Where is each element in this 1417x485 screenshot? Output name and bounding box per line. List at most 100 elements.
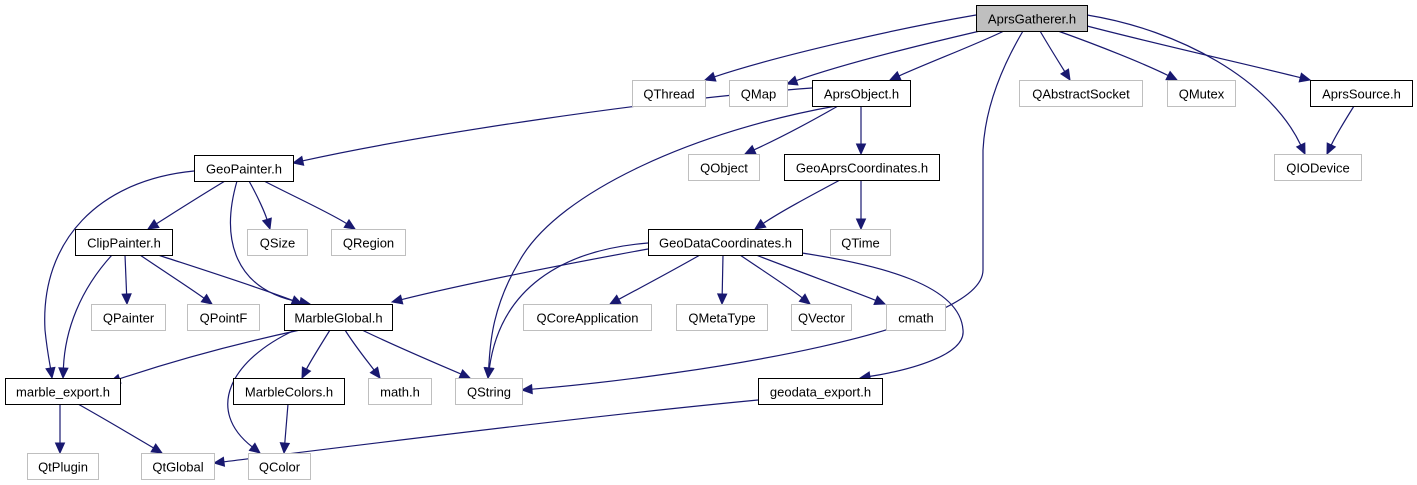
node-box (194, 155, 294, 182)
arrowhead-icon (58, 367, 69, 380)
node-QtPlugin: QtPlugin (27, 453, 99, 480)
edge-AprsGatherer-to-AprsSource (1086, 25, 1312, 83)
edge-line (488, 242, 649, 369)
arrowhead-icon (1326, 142, 1337, 156)
node-AprsSource[interactable]: AprsSource.h (1310, 80, 1413, 107)
arrowhead-icon (212, 456, 226, 467)
node-box (284, 304, 393, 331)
node-box (729, 80, 788, 107)
edge-line (796, 30, 981, 82)
arrowhead-icon (301, 366, 312, 380)
edge-GeoPainter-to-marble_export (44, 170, 195, 380)
node-GeoDataCoordinates[interactable]: GeoDataCoordinates.h (648, 229, 803, 256)
node-AprsGatherer[interactable]: AprsGatherer.h (976, 5, 1088, 32)
arrowhead-icon (121, 293, 132, 306)
node-box (886, 304, 946, 331)
node-geodata_export[interactable]: geodata_export.h (758, 378, 883, 405)
arrowhead-icon (484, 366, 495, 380)
node-label: QColor (259, 460, 301, 475)
node-MarbleGlobal[interactable]: MarbleGlobal.h (284, 304, 393, 331)
node-cmath: cmath (886, 304, 946, 331)
node-label: math.h (380, 385, 420, 400)
arrowhead-icon (291, 155, 305, 166)
node-box (676, 304, 768, 331)
node-QSize: QSize (247, 229, 308, 256)
edge-line (1039, 30, 1066, 72)
node-QColor: QColor (248, 453, 311, 480)
node-label: QMap (741, 87, 776, 102)
node-QMutex: QMutex (1167, 80, 1236, 107)
node-label: QObject (700, 161, 748, 176)
node-QVector: QVector (791, 304, 852, 331)
node-label: geodata_export.h (770, 385, 871, 400)
edge-GeoDataCoordinates-to-QCoreApplication (608, 254, 701, 305)
node-QPainter: QPainter (91, 304, 166, 331)
node-ClipPainter[interactable]: ClipPainter.h (75, 229, 173, 256)
edge-GeoDataCoordinates-to-cmath (755, 254, 887, 306)
node-label: AprsObject.h (824, 87, 899, 102)
edge-line (157, 254, 293, 301)
node-box (187, 304, 260, 331)
edge-line (1330, 105, 1355, 146)
arrowhead-icon (248, 442, 261, 454)
edge-line (755, 254, 876, 301)
node-label: cmath (898, 311, 933, 326)
node-label: AprsSource.h (1322, 87, 1401, 102)
edge-line (714, 14, 977, 78)
arrowhead-icon (146, 218, 160, 230)
node-label: GeoAprsCoordinates.h (796, 161, 928, 176)
node-box (75, 229, 173, 256)
node-GeoAprsCoordinates[interactable]: GeoAprsCoordinates.h (784, 154, 940, 181)
node-label: QIODevice (1286, 161, 1350, 176)
arrowhead-icon (343, 218, 357, 230)
edge-line (230, 180, 301, 303)
edge-line (721, 254, 724, 295)
arrowhead-icon (458, 368, 472, 379)
arrowhead-icon (798, 293, 811, 305)
arrowhead-icon (873, 295, 887, 306)
arrowhead-icon (855, 143, 867, 156)
edge-GeoAprsCoordinates-to-GeoDataCoordinates (753, 179, 841, 230)
edge-line (223, 399, 759, 463)
arrowhead-icon (1295, 142, 1306, 156)
node-box (632, 80, 706, 107)
edge-MarbleGlobal-to-QColor (227, 329, 296, 454)
edge-GeoAprsCoordinates-to-QTime (855, 180, 867, 231)
edge-line (531, 30, 1024, 390)
node-box (812, 80, 911, 107)
edge-AprsGatherer-to-QMutex (1057, 30, 1179, 81)
node-label: QMutex (1179, 87, 1225, 102)
edge-AprsObject-to-QObject (743, 105, 839, 155)
arrowhead-icon (200, 293, 213, 305)
node-QMetaType: QMetaType (676, 304, 768, 331)
node-label: ClipPainter.h (87, 236, 161, 251)
node-box (523, 304, 652, 331)
node-box (976, 5, 1088, 32)
node-AprsObject[interactable]: AprsObject.h (812, 80, 911, 107)
node-marble_export[interactable]: marble_export.h (5, 378, 121, 405)
node-GeoPainter[interactable]: GeoPainter.h (194, 155, 294, 182)
edge-line (618, 254, 701, 300)
edge-GeoPainter-to-QSize (248, 180, 272, 231)
edge-line (124, 254, 128, 295)
edge-AprsGatherer-to-QMap (785, 30, 981, 86)
node-box (248, 453, 311, 480)
node-label: AprsGatherer.h (988, 12, 1076, 27)
edge-ClipPainter-to-QPointF (139, 254, 213, 305)
arrowhead-icon (150, 443, 164, 454)
node-MarbleColors[interactable]: MarbleColors.h (233, 378, 345, 405)
edge-GeoDataCoordinates-to-MarbleGlobal (390, 248, 649, 305)
node-box (830, 229, 891, 256)
arrowhead-icon (703, 71, 717, 82)
edge-line (263, 180, 347, 225)
node-box (1274, 154, 1362, 181)
node-label: QVector (798, 311, 846, 326)
node-box (27, 453, 99, 480)
node-box (1019, 80, 1143, 107)
arrowhead-icon (888, 70, 902, 81)
node-label: QtPlugin (38, 460, 88, 475)
edge-ClipPainter-to-marble_export (58, 254, 113, 380)
node-box (1167, 80, 1236, 107)
node-QTime: QTime (830, 229, 891, 256)
